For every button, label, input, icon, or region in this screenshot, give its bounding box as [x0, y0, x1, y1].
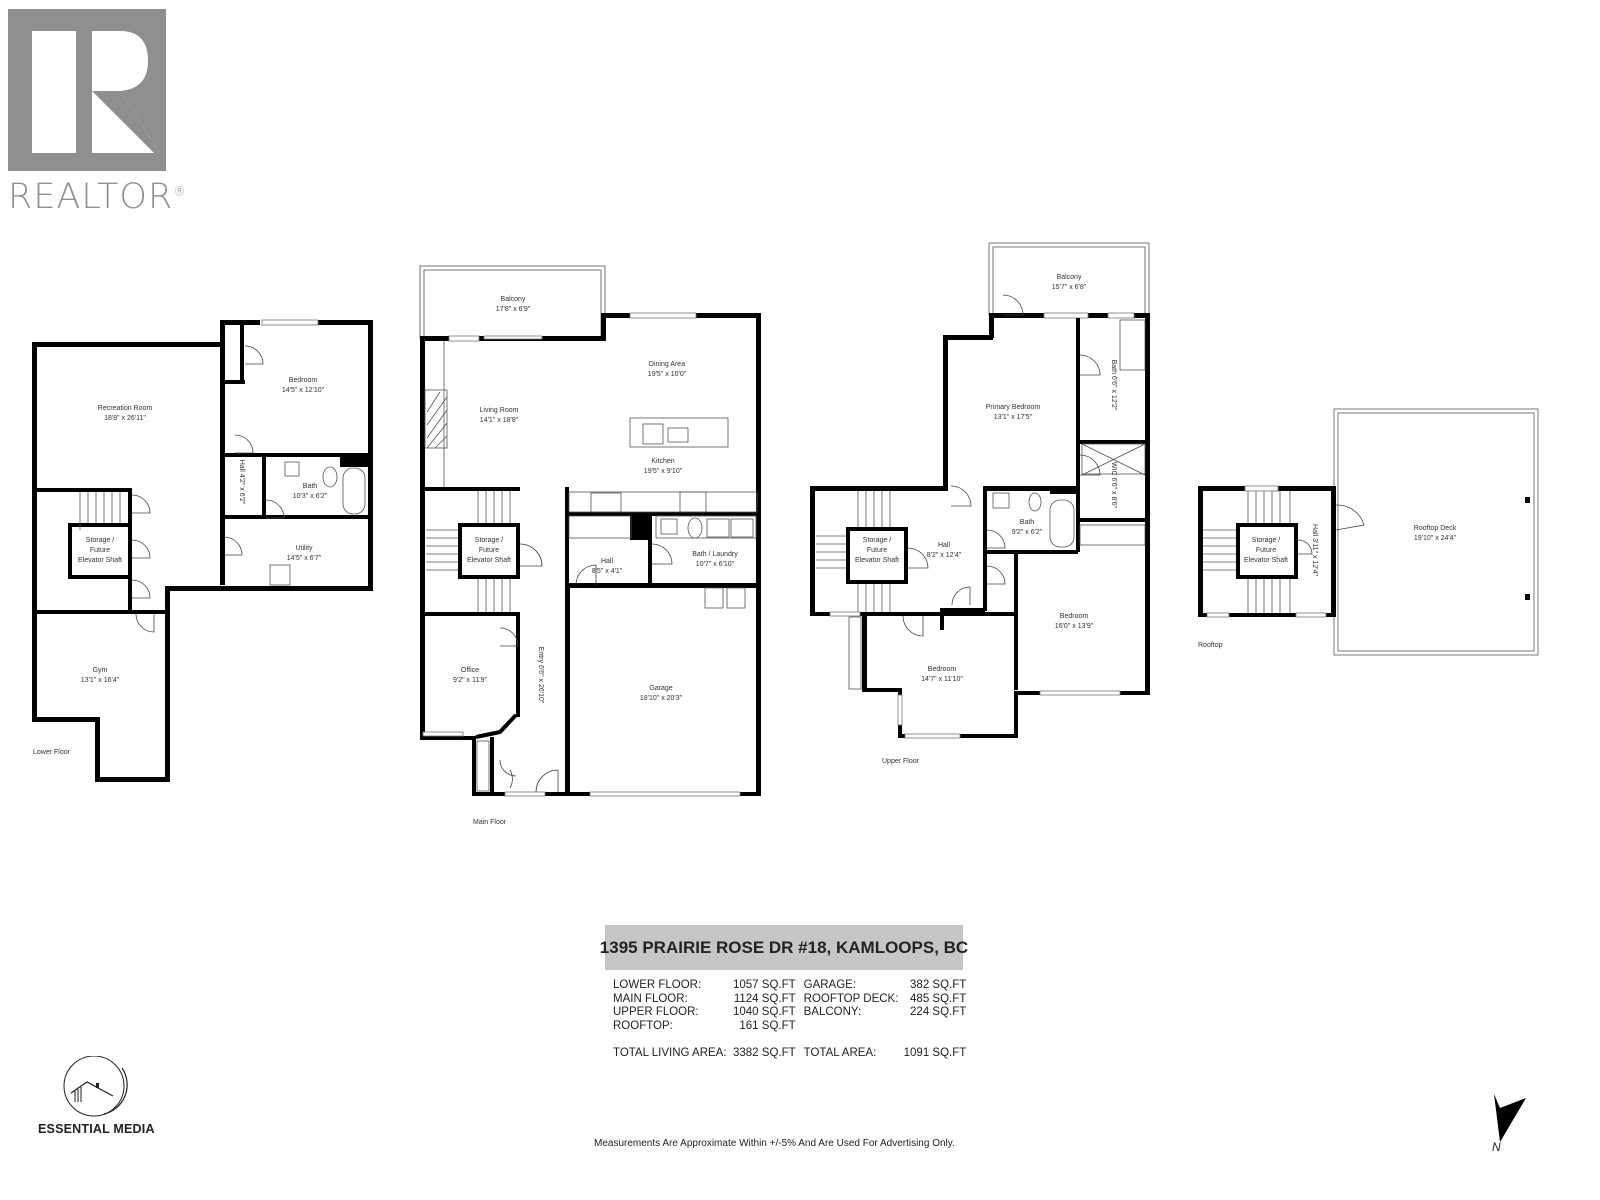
area-row: UPPER FLOOR: 1040 SQ.FT BALCONY: 224 SQ.… — [613, 1006, 967, 1018]
realtor-wordmark: REALTOR® — [8, 177, 187, 217]
floor-label-lower: Lower Floor — [33, 749, 70, 756]
room-label-hall: Hall 3'11" x 12'4" — [1311, 524, 1318, 576]
area-row: MAIN FLOOR: 1124 SQ.FT ROOFTOP DECK: 485… — [613, 992, 967, 1005]
realtor-logo-mark — [8, 9, 166, 171]
floor-label-main: Main Floor — [473, 819, 507, 826]
north-label: N — [1492, 1140, 1501, 1154]
area-summary: LOWER FLOOR: 1057 SQ.FT GARAGE: 382 SQ.F… — [613, 979, 966, 1061]
realtor-r-icon — [32, 31, 160, 153]
lower-floor-plan — [32, 319, 373, 782]
room-label-entry: Entry 6'6" x 26'10" — [537, 646, 544, 704]
essential-media-logo: ESSENTIAL MEDIA — [34, 1055, 155, 1146]
property-address-title: 1395 PRAIRIE ROSE DR #18, KAMLOOPS, BC — [600, 925, 968, 970]
north-arrow-icon — [1494, 1094, 1526, 1142]
main-floor-plan — [419, 265, 761, 797]
floor-label-upper: Upper Floor — [882, 758, 919, 765]
room-label-hall: Hall 4'2" x 6'2" — [238, 459, 245, 505]
area-row: LOWER FLOOR: 1057 SQ.FT GARAGE: 382 SQ.F… — [613, 979, 967, 991]
rooftop-plan — [1198, 408, 1539, 656]
room-label-wic: WIC 6'6" x 8'6" — [1110, 461, 1117, 509]
upper-floor-plan — [810, 242, 1150, 739]
north-arrow: N — [1486, 1088, 1530, 1158]
house-circle-icon — [63, 1055, 128, 1117]
room-label-primary-bath: Bath 6'6" x 12'2" — [1110, 359, 1117, 411]
floor-label-rooftop: Rooftop — [1198, 642, 1223, 649]
area-total-row: TOTAL LIVING AREA: 3382 SQ.FT TOTAL AREA… — [613, 1047, 967, 1059]
essential-media-wordmark: ESSENTIAL MEDIA — [38, 1122, 155, 1136]
area-row: ROOFTOP: 161 SQ.FT — [613, 1019, 796, 1032]
realtor-logo: REALTOR® — [8, 9, 185, 217]
disclaimer-text: Measurements Are Approximate Within +/-5… — [594, 1138, 955, 1149]
